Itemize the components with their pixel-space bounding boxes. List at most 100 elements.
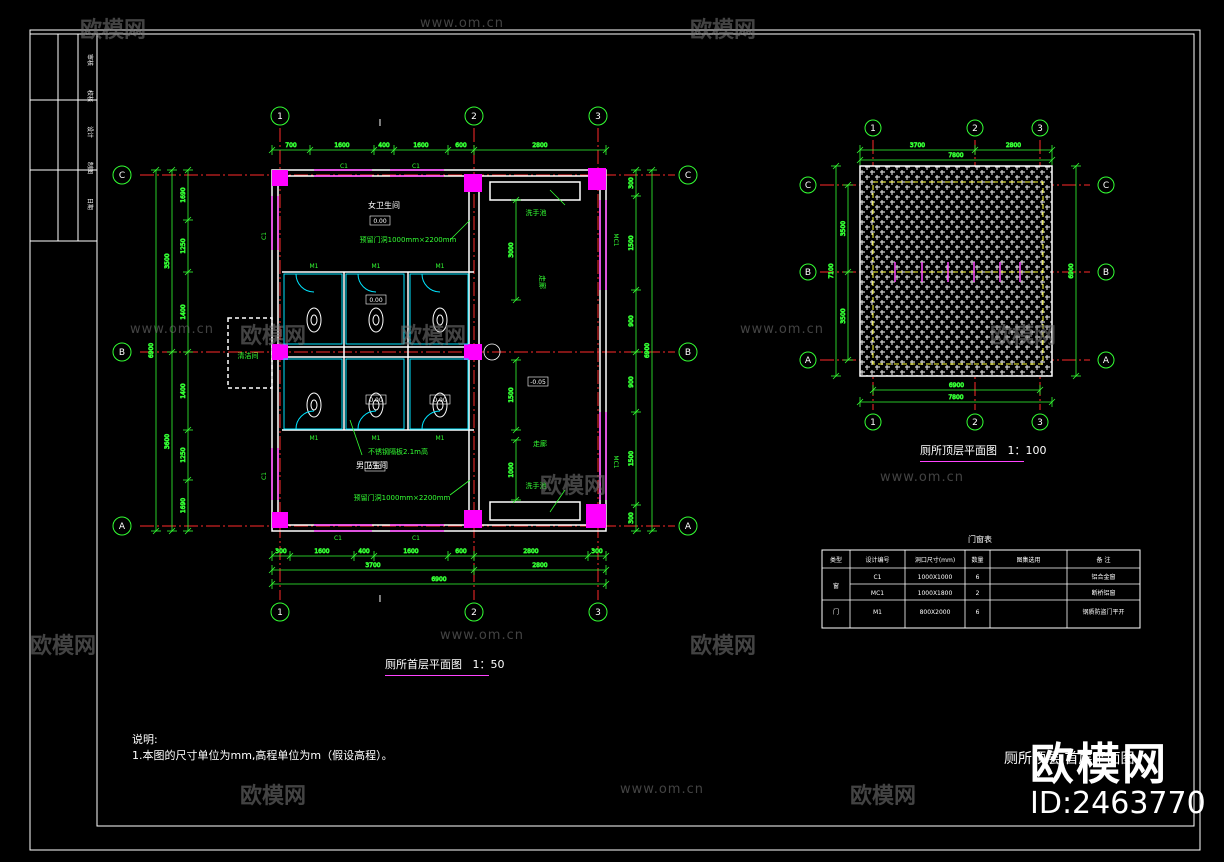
roof-bubble-bottom: 3	[1037, 418, 1043, 428]
watermark-brand: 欧模网	[30, 634, 97, 659]
label-door-m1: M1	[372, 263, 381, 270]
dim-left-sub: 3500	[164, 253, 171, 268]
grid-bubble-bottom: 3	[595, 608, 601, 618]
label-door-m1: M1	[436, 263, 445, 270]
dim-bottom-sub: 3700	[365, 562, 380, 569]
windows	[271, 169, 607, 532]
grid-bubble-bottom: 1	[277, 608, 283, 618]
dim-top: 1600	[413, 142, 428, 149]
label-level-female: 0.00	[373, 218, 387, 225]
watermark-url: www.om.cn	[130, 322, 214, 337]
schedule-cell: 2	[976, 590, 980, 597]
label-door-m1: M1	[310, 263, 319, 270]
dim-bottom: 1600	[403, 548, 418, 555]
title-block-label: 制图	[86, 162, 94, 174]
schedule-header: 数量	[971, 556, 983, 564]
label-door-m1: M1	[372, 435, 381, 442]
roof-dim-top: 3700	[910, 142, 925, 149]
title-block-label: 校核	[86, 90, 94, 102]
notes: 说明: 1.本图的尺寸单位为mm,高程单位为m（假设高程）。	[132, 732, 393, 764]
roof-bubble-bottom-circle	[1031, 413, 1049, 431]
dim-left: 1250	[180, 447, 187, 462]
roof-bubble-top: 3	[1037, 124, 1043, 134]
grid-bubble-left: B	[119, 348, 125, 358]
grid-bubble-right: B	[685, 348, 691, 358]
schedule-header: 备 注	[1097, 556, 1111, 564]
roof-bubble-top-circle	[1031, 119, 1049, 137]
dim-bottom: 300	[591, 548, 603, 555]
dim-right: 1500	[628, 235, 635, 250]
label-stall-level: 0.00	[369, 297, 383, 304]
roof-bubble-left: A	[805, 356, 812, 366]
roof-bubble-bottom: 2	[972, 418, 978, 428]
watermark-brand: 欧模网	[240, 324, 307, 349]
notes-title: 说明:	[132, 733, 158, 746]
roof-dim-top-total: 7800	[948, 152, 963, 159]
dim-top: 400	[378, 142, 390, 149]
sheet-title: 厕所顶层,首层平面图	[1004, 751, 1135, 767]
label-window-c1: C1	[261, 232, 268, 240]
label-level-male: 0.00	[368, 464, 382, 471]
schedule-header: 类型	[830, 556, 842, 564]
label-door-m1: M1	[310, 435, 319, 442]
title-block	[29, 33, 98, 242]
grid-bubble-top-circle	[588, 106, 608, 126]
label-male-restroom: 男卫生间	[356, 460, 388, 470]
roof-bubble-bottom-circle	[966, 413, 984, 431]
label-window-c1: C1	[340, 163, 348, 170]
roof-dim-left-total: 7100	[828, 263, 835, 278]
roof-bubble-top-circle	[966, 119, 984, 137]
schedule-cell: 钢质防盗门平开	[1082, 608, 1124, 616]
schedule-cell: 窗	[833, 582, 839, 590]
dim-bottom: 600	[455, 548, 467, 555]
grid-bubble-right-circle	[678, 516, 698, 536]
watermark-brand: 欧模网	[240, 784, 307, 809]
label-corridor-2: 走廊	[533, 439, 547, 448]
dim-bottom-sub: 2800	[532, 562, 547, 569]
schedule-cell: 断桥铝窗	[1091, 589, 1115, 597]
watermark-brand: 欧模网	[850, 784, 917, 809]
watermark-url: www.om.cn	[420, 16, 504, 31]
title-block-label: 日期	[86, 198, 94, 210]
label-sink-2: 洗手池	[526, 481, 547, 490]
dim-left: 1690	[180, 498, 187, 513]
grid-bubble-right: A	[685, 522, 692, 532]
watermark-brand: 欧模网	[690, 18, 757, 43]
schedule-header: 设计编号	[865, 556, 889, 564]
label-sink-1: 洗手池	[526, 208, 547, 217]
dim-left: 1400	[180, 383, 187, 398]
grid-bubble-top-circle	[464, 106, 484, 126]
grid-bubble-top: 1	[277, 112, 283, 122]
roof-dim-left: 3500	[840, 308, 847, 323]
schedule-cell: 铝合金窗	[1091, 573, 1115, 581]
label-window-mc1: MC1	[612, 455, 619, 468]
dim-right: 900	[628, 315, 635, 327]
roof-bubble-left-circle	[799, 176, 817, 194]
roof-bubble-left-circle	[799, 351, 817, 369]
dim-right: 300	[628, 512, 635, 524]
grid-bubble-left: C	[119, 171, 125, 181]
grid-bubble-top-circle	[270, 106, 290, 126]
roof-bubble-left-circle	[799, 263, 817, 281]
watermark-brand: 欧模网	[990, 324, 1057, 349]
dim-top: 700	[285, 142, 297, 149]
dim-bottom: 400	[358, 548, 370, 555]
label-partition: 不锈钢隔板2.1m高	[368, 447, 428, 456]
schedule-title: 门窗表	[968, 534, 992, 544]
roof-bubble-top-circle	[864, 119, 882, 137]
dim-top: 2800	[532, 142, 547, 149]
watermark-brand: 欧模网	[540, 474, 607, 499]
roof-bubble-right-circle	[1097, 351, 1115, 369]
schedule-cell: 1000X1000	[918, 574, 953, 581]
roof-bubble-left: B	[805, 268, 811, 278]
grid-bubble-top: 3	[595, 112, 601, 122]
dim-top: 1600	[334, 142, 349, 149]
schedule-header: 洞口尺寸(mm)	[915, 556, 955, 564]
label-opening-female: 预留门洞1000mm×2200mm	[360, 235, 457, 244]
label-window-c1: C1	[412, 535, 420, 542]
schedule-cell: 6	[976, 609, 980, 616]
section-mark-bottom: I	[379, 594, 382, 605]
